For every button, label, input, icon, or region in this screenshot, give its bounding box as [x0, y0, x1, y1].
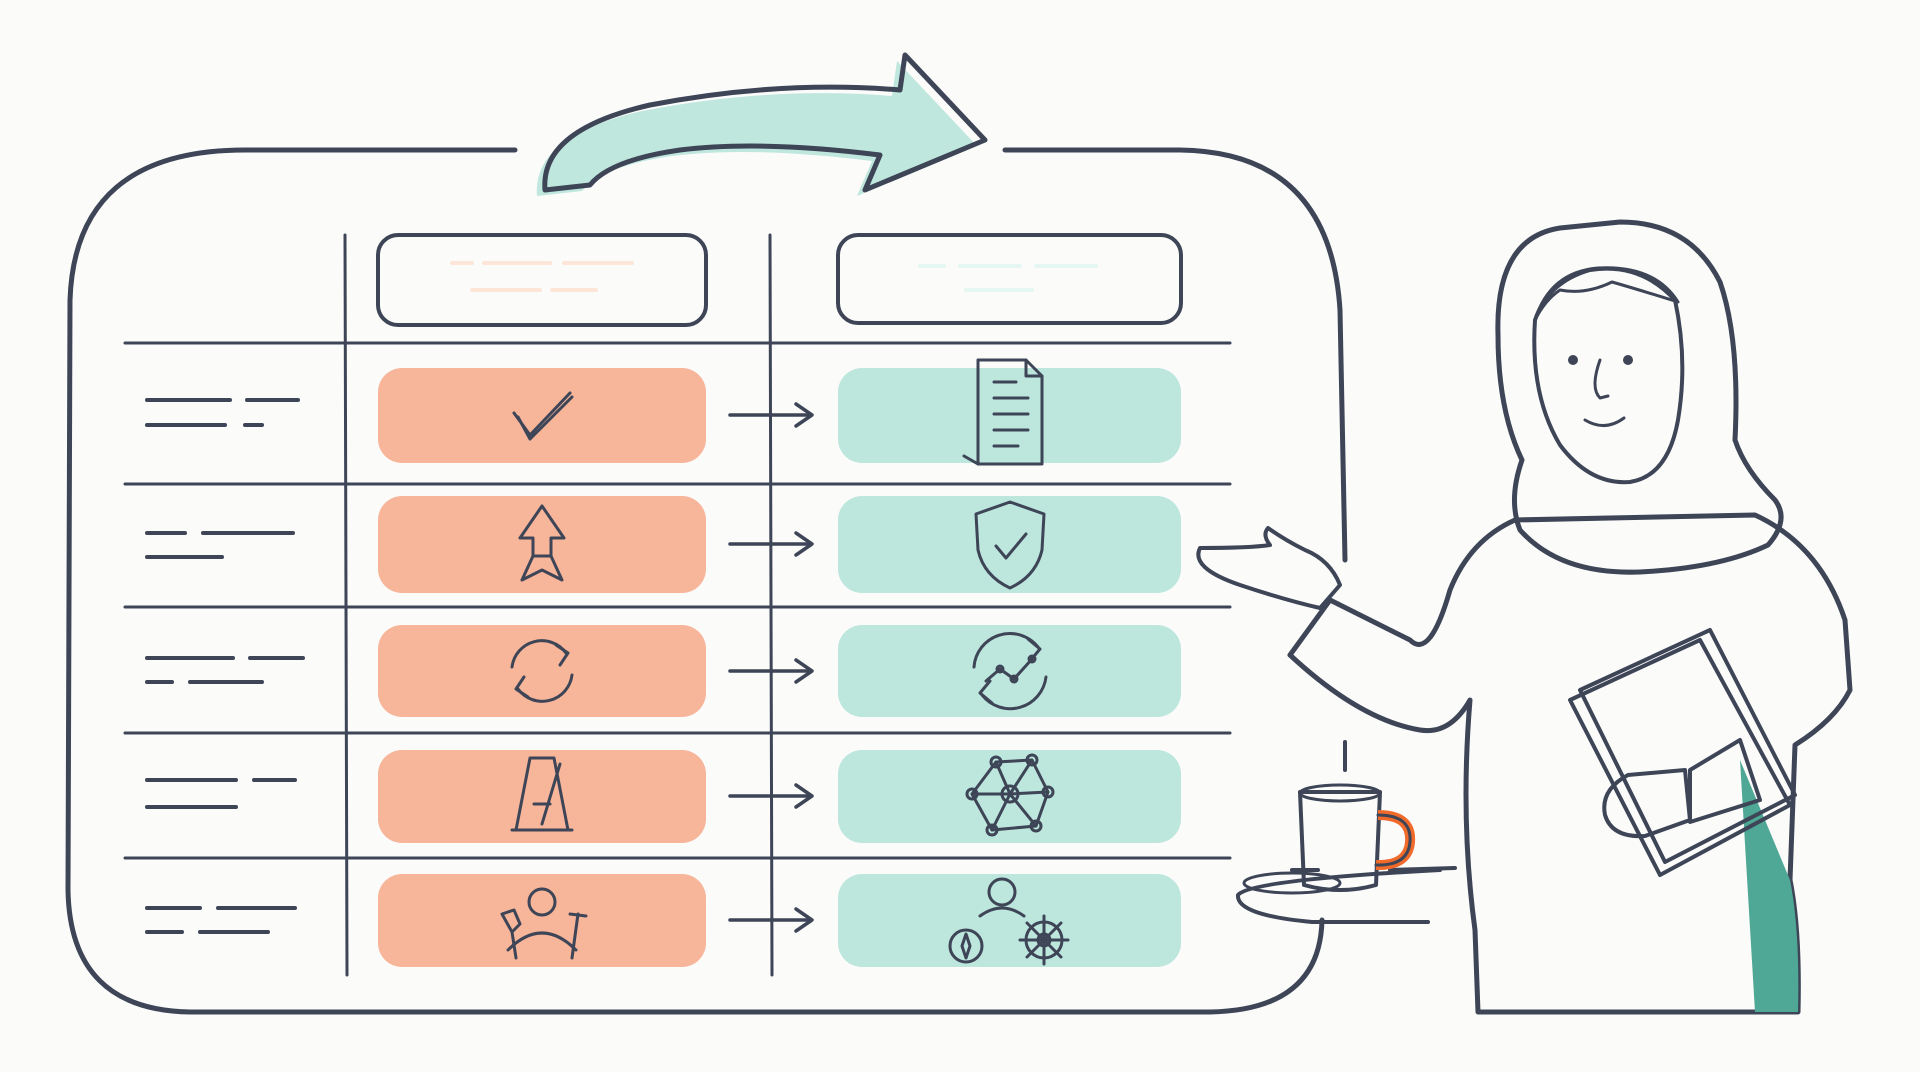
before-cell-3	[378, 625, 706, 717]
row-arrow-icon	[728, 783, 814, 809]
after-cell-5	[838, 874, 1181, 967]
row-arrow-icon	[728, 907, 814, 933]
coffee-table	[1236, 740, 1457, 924]
coffee-mug-icon	[1298, 783, 1416, 892]
growth-cycle-icon	[972, 632, 1048, 711]
checkmark-icon	[512, 391, 574, 441]
book-icon	[1568, 628, 1797, 877]
presenter-body	[1287, 512, 1853, 1015]
presenter-hand	[1196, 526, 1342, 610]
before-cell-4	[378, 750, 706, 843]
tools-person-icon	[500, 887, 588, 960]
row-arrow-icon	[728, 402, 814, 428]
before-cells	[378, 368, 706, 967]
document-icon	[962, 358, 1044, 466]
presenter-eye-left	[1568, 355, 1578, 365]
up-arrow-rocket-icon	[518, 504, 566, 582]
before-cell-5	[378, 874, 706, 967]
metronome-icon	[510, 756, 574, 832]
before-cell-2	[378, 496, 706, 593]
before-cell-1	[378, 368, 706, 463]
after-cells	[838, 368, 1181, 967]
row-arrow-icon	[728, 658, 814, 684]
table-grid	[123, 233, 1232, 977]
curved-arrow-icon	[536, 52, 988, 196]
compass-wheel-person-icon	[948, 877, 1070, 966]
presenter-face	[1532, 266, 1685, 485]
row-arrow-icon	[728, 531, 814, 557]
network-icon	[965, 753, 1055, 837]
after-column-header	[836, 233, 1183, 325]
row-arrows	[728, 402, 814, 933]
presenter-woman	[1196, 219, 1853, 1015]
presenter-hijab	[1495, 219, 1784, 575]
row-labels	[145, 398, 305, 934]
before-column-header	[376, 233, 708, 327]
after-cell-2	[838, 496, 1181, 593]
board-frame	[65, 147, 1348, 1015]
refresh-cycle-icon	[510, 639, 574, 703]
presenter-eye-right	[1623, 355, 1633, 365]
after-cell-3	[838, 625, 1181, 717]
shield-check-icon	[974, 500, 1046, 590]
